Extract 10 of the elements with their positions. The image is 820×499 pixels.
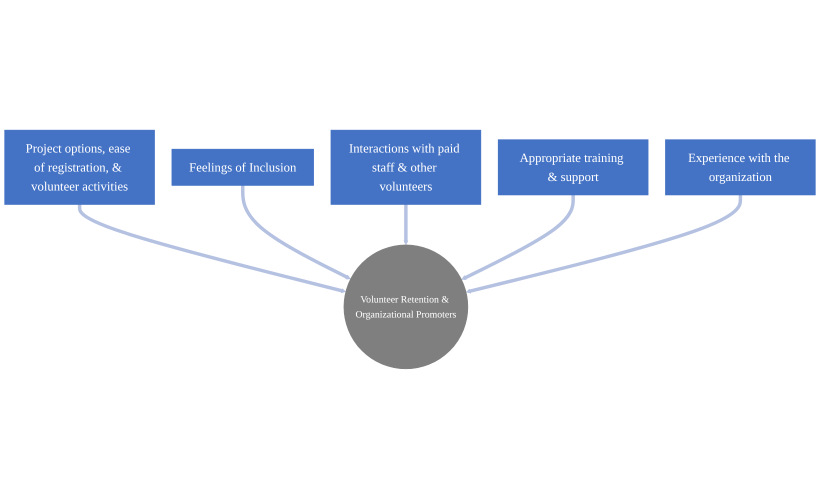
arrow xyxy=(466,195,742,294)
node-box: Experience with the organization xyxy=(665,139,816,196)
arrow xyxy=(461,195,575,280)
node-box: Feelings of Inclusion xyxy=(172,148,314,186)
arrow xyxy=(241,185,351,280)
node-circle: Volunteer Retention & Organizational Promoters xyxy=(344,244,468,370)
node-box: Project options, ease of registration, & volunteer activities xyxy=(4,130,155,205)
node-box: Appropriate training & support xyxy=(498,139,648,196)
node-box: Interactions with paid staff & other volunteers xyxy=(330,130,482,205)
arrow xyxy=(403,204,408,246)
